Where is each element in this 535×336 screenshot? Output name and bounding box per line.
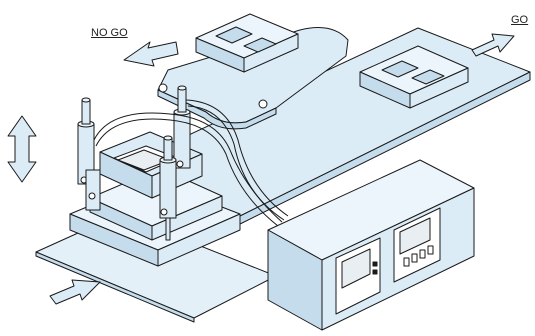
probe-post-center <box>86 170 100 210</box>
nogo-arrow-left-icon <box>124 42 178 66</box>
go-label: GO <box>511 14 528 26</box>
infeed-arrow-right-icon <box>50 280 100 304</box>
no-go-label: NO GO <box>91 27 128 39</box>
go-arrow-right-icon <box>472 34 514 56</box>
double-headed-arrow-icon <box>8 116 36 182</box>
